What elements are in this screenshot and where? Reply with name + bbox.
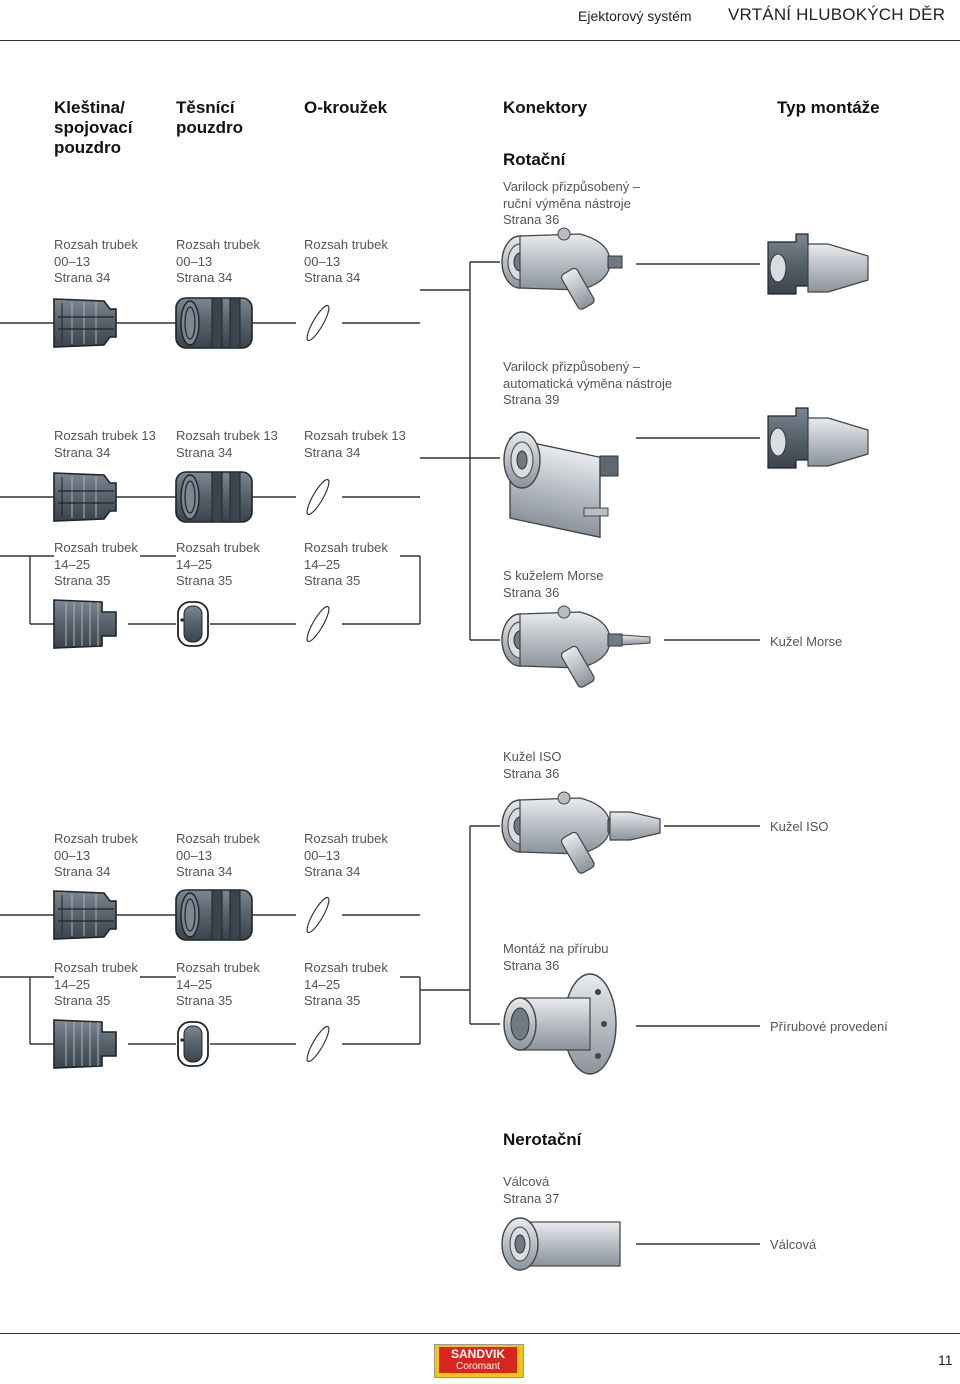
section-nonrotating: Nerotační	[503, 1130, 582, 1149]
varilock-connector-icon	[502, 606, 650, 689]
header-title: VRTÁNÍ HLUBOKÝCH DĚR	[728, 5, 946, 24]
page-number: 11	[938, 1352, 953, 1368]
column-heading-mounting: Typ montáže	[777, 98, 880, 117]
varilock-connector-icon	[502, 792, 660, 875]
collet-icon	[53, 298, 117, 348]
seal-sleeve-icon	[175, 889, 253, 941]
section-rotating: Rotační	[503, 150, 566, 169]
cylindrical-connector-icon	[501, 1217, 621, 1271]
tool-holder-taper-icon	[767, 407, 869, 469]
mount-label: Kužel ISO	[770, 819, 829, 834]
o-ring-icon	[303, 1023, 333, 1065]
flange-connector-icon	[503, 973, 617, 1075]
mount-label: Válcová	[770, 1237, 817, 1252]
o-ring-icon	[303, 894, 333, 936]
connector-label: Varilock přizpůsobený –ruční výměna nást…	[503, 179, 641, 227]
column-heading-collet: Kleština/ spojovací pouzdro	[54, 98, 133, 157]
column-heading-oring: O-kroužek	[304, 98, 388, 117]
logo-sub: Coromant	[439, 1361, 517, 1373]
o-ring-icon	[303, 302, 333, 344]
header-rule	[0, 40, 960, 41]
o-ring-icon	[303, 603, 333, 645]
seal-sleeve-icon	[175, 471, 253, 523]
collet-icon	[53, 890, 117, 940]
thin-seal-ring-icon	[177, 1021, 209, 1067]
sandvik-logo: SANDVIK Coromant	[434, 1344, 524, 1378]
varilock-connector-icon	[503, 431, 619, 538]
seal-sleeve-icon	[175, 297, 253, 349]
o-ring-icon	[303, 476, 333, 518]
collet-icon	[53, 1019, 117, 1069]
column-heading-seal: Těsnící pouzdro	[176, 98, 244, 137]
logo-brand: SANDVIK	[439, 1347, 517, 1361]
mount-label: Přírubové provedení	[770, 1019, 888, 1034]
footer-rule	[0, 1333, 960, 1334]
varilock-connector-icon	[501, 227, 623, 312]
thin-seal-ring-icon	[177, 601, 209, 647]
mount-label: Kužel Morse	[770, 634, 843, 649]
collet-icon	[53, 599, 117, 649]
connector-label: Varilock přizpůsobený –automatická výměn…	[503, 359, 673, 407]
tool-holder-taper-icon	[767, 233, 869, 295]
column-heading-connectors: Konektory	[503, 98, 588, 117]
collet-icon	[53, 472, 117, 522]
header-system: Ejektorový systém	[578, 8, 692, 24]
